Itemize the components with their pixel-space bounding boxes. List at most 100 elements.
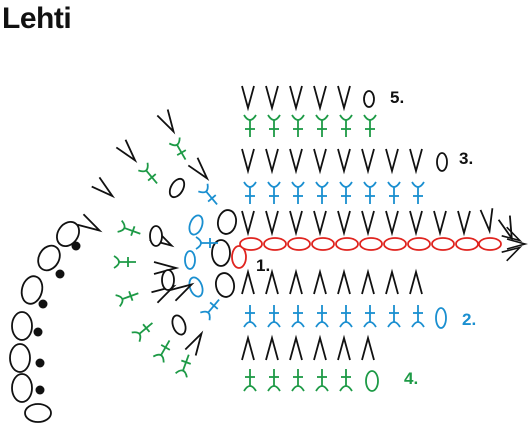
back-loop-v-icon bbox=[506, 238, 528, 250]
chain-oval-icon bbox=[436, 152, 448, 172]
single-crochet-cross-icon bbox=[117, 220, 141, 237]
back-loop-v-icon bbox=[265, 148, 279, 175]
chain-oval-icon bbox=[431, 237, 455, 251]
inverted-v-icon bbox=[289, 268, 303, 295]
chain-oval-icon bbox=[211, 239, 231, 267]
chain-oval-icon bbox=[214, 272, 236, 298]
single-crochet-cross-icon bbox=[243, 305, 257, 328]
single-crochet-cross-icon bbox=[387, 305, 401, 328]
chain-oval-icon bbox=[188, 214, 204, 236]
single-crochet-cross-icon bbox=[291, 305, 305, 328]
slip-stitch-dot-icon bbox=[33, 327, 43, 337]
back-loop-v-icon bbox=[265, 85, 279, 112]
chain-oval-icon bbox=[24, 403, 52, 423]
back-loop-v-icon bbox=[265, 210, 279, 237]
row-label-1: 1. bbox=[256, 256, 271, 275]
back-loop-v-icon bbox=[501, 246, 523, 262]
inverted-v-icon bbox=[289, 334, 303, 361]
back-loop-v-icon bbox=[385, 148, 399, 175]
single-crochet-cross-icon bbox=[138, 162, 158, 185]
single-crochet-cross-icon bbox=[411, 181, 425, 204]
chain-oval-icon bbox=[188, 276, 204, 298]
slip-stitch-dot-icon bbox=[38, 299, 48, 309]
chain-oval-icon bbox=[287, 237, 311, 251]
row-label-5: 5. bbox=[390, 88, 405, 107]
single-crochet-cross-icon bbox=[291, 181, 305, 204]
back-loop-v-icon bbox=[385, 210, 399, 237]
single-crochet-cross-icon bbox=[387, 181, 401, 204]
chain-oval-icon bbox=[56, 221, 80, 247]
chain-oval-icon bbox=[11, 311, 33, 341]
single-crochet-cross-icon bbox=[198, 183, 218, 206]
chain-oval-icon bbox=[168, 177, 186, 199]
single-crochet-cross-icon bbox=[339, 181, 353, 204]
single-crochet-cross-icon bbox=[168, 137, 187, 160]
single-crochet-cross-icon bbox=[315, 305, 329, 328]
single-crochet-cross-icon bbox=[363, 114, 377, 137]
inverted-v-icon bbox=[265, 268, 279, 295]
single-crochet-cross-icon bbox=[291, 369, 305, 392]
single-crochet-cross-icon bbox=[267, 181, 281, 204]
single-crochet-cross-icon bbox=[195, 236, 218, 250]
chain-oval-icon bbox=[149, 225, 163, 247]
back-loop-v-icon bbox=[184, 330, 204, 356]
back-loop-v-icon bbox=[337, 210, 351, 237]
row-label-3: 3. bbox=[459, 149, 474, 168]
chain-oval-icon bbox=[363, 90, 375, 108]
chain-oval-icon bbox=[20, 275, 44, 305]
single-crochet-cross-icon bbox=[267, 369, 281, 392]
back-loop-v-icon bbox=[241, 148, 255, 175]
single-crochet-cross-icon bbox=[267, 114, 281, 137]
slip-stitch-dot-icon bbox=[55, 269, 65, 279]
row-label-2: 2. bbox=[462, 310, 477, 329]
chain-oval-icon bbox=[171, 314, 187, 336]
single-crochet-cross-icon bbox=[243, 181, 257, 204]
single-crochet-cross-icon bbox=[243, 114, 257, 137]
back-loop-v-icon bbox=[409, 210, 423, 237]
back-loop-v-icon bbox=[313, 148, 327, 175]
chain-oval-icon bbox=[359, 237, 383, 251]
back-loop-v-icon bbox=[187, 157, 210, 182]
single-crochet-cross-icon bbox=[339, 305, 353, 328]
back-loop-v-icon bbox=[77, 213, 103, 233]
inverted-v-icon bbox=[241, 334, 255, 361]
single-crochet-cross-icon bbox=[411, 305, 425, 328]
back-loop-v-icon bbox=[289, 210, 303, 237]
inverted-v-icon bbox=[313, 268, 327, 295]
chain-oval-icon bbox=[11, 373, 33, 403]
single-crochet-cross-icon bbox=[175, 354, 192, 378]
back-loop-v-icon bbox=[479, 208, 494, 235]
back-loop-v-icon bbox=[169, 282, 195, 302]
single-crochet-cross-icon bbox=[339, 369, 353, 392]
inverted-v-icon bbox=[409, 268, 423, 295]
inverted-v-icon bbox=[337, 334, 351, 361]
inverted-v-icon bbox=[265, 334, 279, 361]
slip-stitch-dot-icon bbox=[35, 385, 45, 395]
inverted-v-icon bbox=[361, 334, 375, 361]
single-crochet-cross-icon bbox=[339, 114, 353, 137]
back-loop-v-icon bbox=[457, 210, 471, 237]
back-loop-v-icon bbox=[361, 210, 375, 237]
inverted-v-icon bbox=[337, 268, 351, 295]
chain-oval-icon bbox=[231, 245, 247, 269]
back-loop-v-icon bbox=[361, 148, 375, 175]
slip-stitch-dot-icon bbox=[71, 241, 81, 251]
single-crochet-cross-icon bbox=[200, 298, 220, 321]
chain-oval-icon bbox=[311, 237, 335, 251]
back-loop-v-icon bbox=[337, 85, 351, 112]
back-loop-v-icon bbox=[289, 85, 303, 112]
inverted-v-icon bbox=[361, 268, 375, 295]
chain-oval-icon bbox=[239, 237, 263, 251]
single-crochet-cross-icon bbox=[113, 255, 136, 269]
single-crochet-cross-icon bbox=[243, 369, 257, 392]
single-crochet-cross-icon bbox=[315, 181, 329, 204]
single-crochet-cross-icon bbox=[363, 305, 377, 328]
chain-oval-icon bbox=[383, 237, 407, 251]
chain-oval-icon bbox=[37, 244, 61, 272]
single-crochet-cross-icon bbox=[152, 340, 171, 363]
single-crochet-cross-icon bbox=[267, 305, 281, 328]
chain-oval-icon bbox=[161, 269, 175, 291]
row-label-4: 4. bbox=[404, 369, 419, 388]
inverted-v-icon bbox=[241, 268, 255, 295]
